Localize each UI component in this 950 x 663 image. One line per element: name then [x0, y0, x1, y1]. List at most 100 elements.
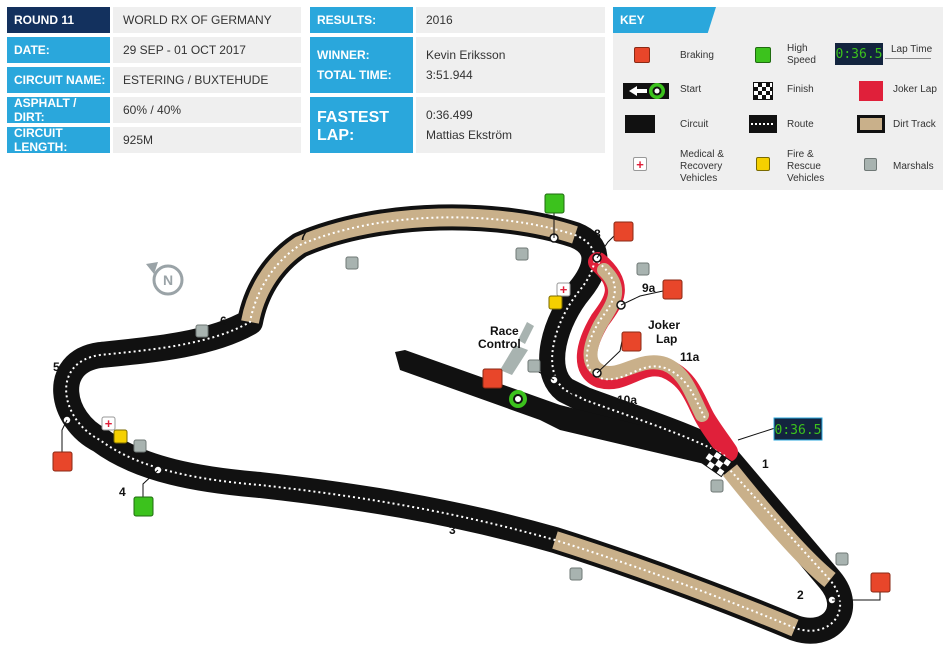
braking-marker	[662, 279, 683, 300]
finish-text: Finish	[787, 84, 814, 95]
circuit-name-row: CIRCUIT NAME: ESTERING / BUXTEHUDE	[7, 67, 301, 93]
corner-label: 6	[220, 314, 227, 328]
lap-time-display-text: 0:36.5	[775, 423, 822, 438]
round-value: WORLD RX OF GERMANY	[113, 7, 301, 33]
braking-swatch	[634, 47, 650, 63]
key-panel: KEY Braking High Speed 0:36.5 Lap Time S…	[613, 7, 943, 190]
corner-label: 4	[119, 485, 126, 499]
corner-label: 2	[797, 588, 804, 602]
high-speed-markers	[133, 193, 565, 517]
fastest-lap-values: 0:36.499 Mattias Ekström	[416, 97, 605, 153]
finish-flag-icon	[700, 447, 733, 478]
surface-value: 60% / 40%	[113, 97, 301, 123]
medical-swatch: +	[633, 157, 647, 171]
lap-time-underline	[885, 58, 931, 59]
total-time-label: TOTAL TIME:	[317, 68, 392, 82]
date-value: 29 SEP - 01 OCT 2017	[113, 37, 301, 63]
start-arrow-icon	[623, 83, 669, 99]
high-speed-swatch	[755, 47, 771, 63]
corner-label: 5	[53, 360, 60, 374]
corner-label: 9a	[642, 281, 656, 295]
corner-label: 1	[762, 457, 769, 471]
braking-marker	[482, 368, 503, 389]
lap-time-display-swatch: 0:36.5	[835, 43, 883, 65]
fire-swatch	[756, 157, 770, 171]
dirt-section-right	[722, 464, 836, 588]
braking-marker	[52, 451, 73, 472]
paddock-area	[395, 350, 730, 470]
braking-marker	[870, 572, 891, 593]
braking-marker	[621, 331, 642, 352]
length-row: CIRCUIT LENGTH: 925M	[7, 126, 301, 154]
corner-label: 3	[449, 523, 456, 537]
winner-time-values: Kevin Eriksson 3:51.944	[416, 37, 605, 93]
medical-text: Medical & Recovery Vehicles	[680, 149, 724, 184]
lap-time-text: Lap Time	[891, 44, 933, 55]
dirt-track-text: Dirt Track	[893, 119, 936, 130]
compass-icon: N	[146, 262, 184, 296]
round-row: ROUND 11 WORLD RX OF GERMANY	[7, 7, 301, 33]
start-text: Start	[680, 84, 702, 95]
marshals-text: Marshals	[893, 161, 934, 172]
joker-lap-label-2: Lap	[656, 332, 677, 346]
surface-row: ASPHALT / DIRT: 60% / 40%	[7, 96, 301, 124]
winner-value: Kevin Eriksson	[426, 48, 506, 62]
fire-text: Fire & Rescue Vehicles	[787, 149, 825, 184]
leader-lines	[61, 212, 881, 601]
corner-label: 8	[594, 227, 601, 241]
dirt-track-swatch	[857, 115, 885, 133]
winner-label: WINNER:	[317, 48, 370, 62]
route-text: Route	[787, 119, 814, 130]
joker-lap-swatch	[859, 81, 883, 101]
fastest-lap-driver: Mattias Ekström	[426, 128, 513, 142]
corner-labels: 1 2 3 4 5 6 7 8 9 9a 10a 11a	[53, 227, 804, 602]
braking-markers	[52, 221, 891, 593]
route-dots-icon	[751, 123, 775, 125]
race-control-building	[500, 322, 534, 375]
high-speed-text: High Speed	[787, 43, 816, 66]
fire-markers	[113, 295, 563, 444]
results-row: RESULTS: 2016	[310, 7, 605, 33]
date-label: DATE:	[7, 37, 110, 63]
marshals-swatch	[864, 158, 877, 171]
svg-text:+: +	[105, 416, 113, 431]
round-label: ROUND 11	[7, 7, 110, 33]
start-swatch	[623, 80, 669, 102]
high-speed-marker	[544, 193, 565, 214]
svg-text:+: +	[560, 282, 568, 297]
surface-label: ASPHALT / DIRT:	[7, 96, 110, 124]
date-row: DATE: 29 SEP - 01 OCT 2017	[7, 37, 301, 63]
total-time-value: 3:51.944	[426, 68, 473, 82]
joker-lap-text: Joker Lap	[893, 84, 937, 95]
finish-swatch	[753, 82, 773, 100]
corner-label: 7	[300, 229, 307, 243]
winner-time-labels: WINNER: TOTAL TIME:	[310, 37, 413, 93]
joker-route-line	[585, 261, 706, 419]
svg-text:N: N	[163, 272, 173, 288]
high-speed-marker	[133, 496, 154, 517]
corner-label: 11a	[680, 350, 700, 364]
length-label: CIRCUIT LENGTH:	[7, 126, 110, 154]
route-line	[65, 216, 842, 632]
circuit-name-label: CIRCUIT NAME:	[7, 67, 110, 93]
results-value: 2016	[416, 7, 605, 33]
joker-lap-label: Joker	[648, 318, 680, 332]
dirt-section-bottom	[552, 531, 799, 637]
key-title: KEY	[613, 7, 716, 33]
braking-marker	[613, 221, 634, 242]
braking-text: Braking	[680, 50, 714, 61]
results-label: RESULTS:	[310, 7, 413, 33]
race-control-label-2: Control	[478, 337, 521, 351]
race-control-label: Race	[490, 324, 519, 338]
medical-markers: + +	[101, 282, 571, 431]
marshal-markers	[133, 247, 849, 581]
circuit-swatch	[625, 115, 655, 133]
joker-lap-dirt	[583, 263, 709, 422]
corner-label: 9	[570, 383, 577, 397]
lap-time-display	[773, 417, 823, 441]
length-value: 925M	[113, 127, 301, 153]
circuit-text: Circuit	[680, 119, 709, 130]
circuit-name-value: ESTERING / BUXTEHUDE	[113, 67, 301, 93]
corner-label: 10a	[617, 393, 637, 407]
